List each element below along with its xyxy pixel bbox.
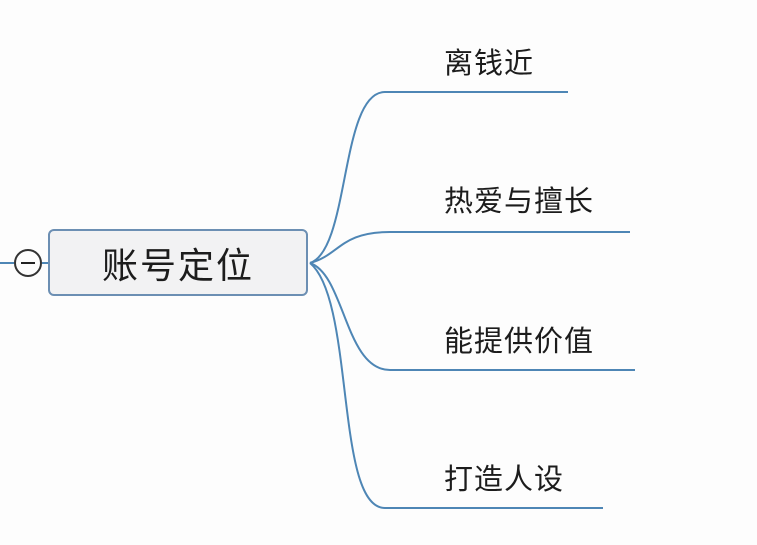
branch-connector-0 <box>309 91 568 264</box>
branch-connector-3 <box>309 262 603 509</box>
branch-topic-0[interactable]: 离钱近 <box>444 46 535 80</box>
root-topic[interactable]: 账号定位 <box>48 229 308 296</box>
minus-circle-icon <box>21 262 35 264</box>
collapse-toggle-button[interactable] <box>14 249 42 277</box>
branch-topic-1[interactable]: 热爱与擅长 <box>444 184 595 218</box>
branch-topic-3[interactable]: 打造人设 <box>444 462 565 496</box>
branch-connector-1 <box>309 231 630 264</box>
root-topic-label: 账号定位 <box>101 245 254 287</box>
branch-topic-2[interactable]: 能提供价值 <box>444 324 595 358</box>
branch-connector-2 <box>309 262 635 371</box>
